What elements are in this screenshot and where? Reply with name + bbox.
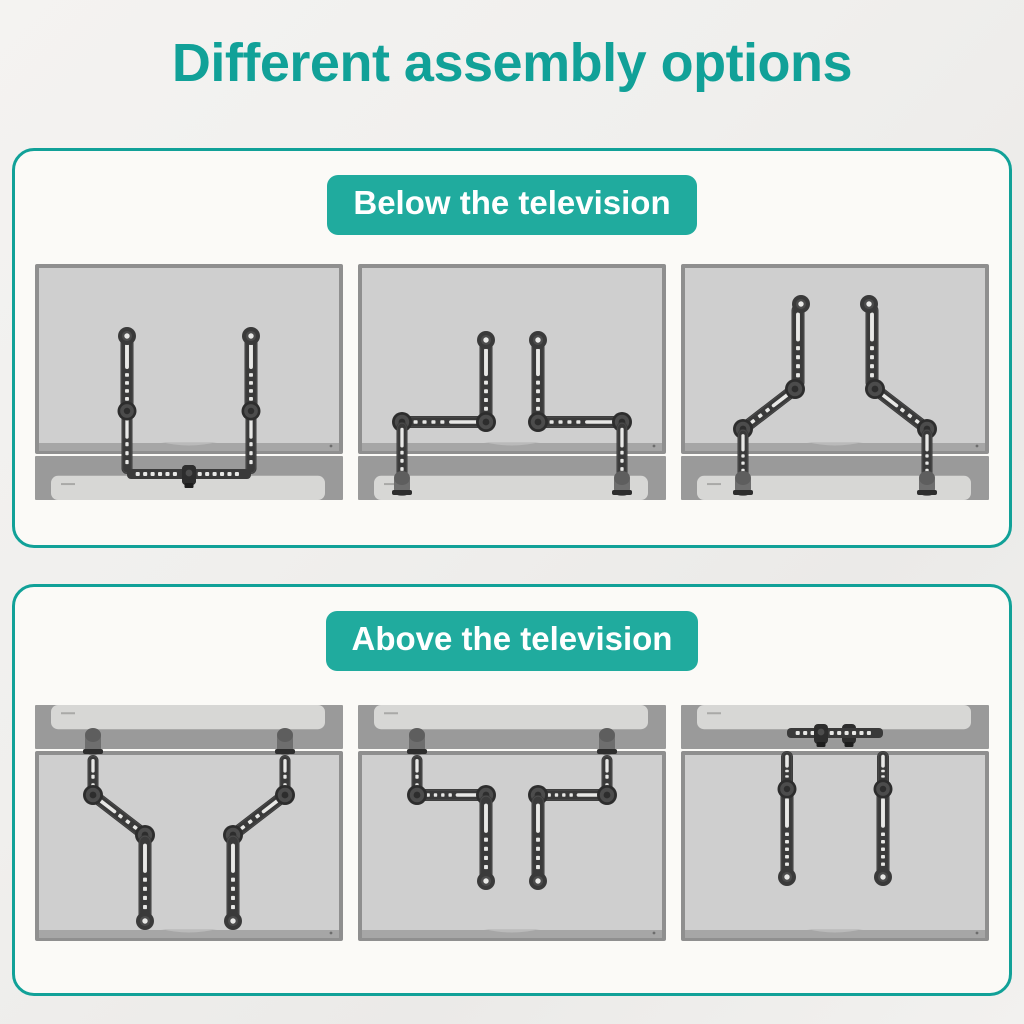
diagram-below-straight [29, 256, 349, 504]
page-title: Different assembly options [171, 33, 853, 93]
diagram-above-l-shape [352, 699, 672, 947]
section-badge-above: Above the television [325, 611, 699, 671]
diagram-below-angled [675, 256, 995, 504]
badge-container: Above the television [15, 585, 1009, 671]
panel-row-above [15, 699, 1009, 947]
diagram-below-l-shape [352, 256, 672, 504]
section-badge-below: Below the television [327, 175, 697, 235]
diagram-above-straight [675, 699, 995, 947]
section-above-the-television: Above the television [12, 584, 1012, 996]
diagram-above-angled [29, 699, 349, 947]
section-below-the-television: Below the television [12, 148, 1012, 548]
badge-container: Below the television [15, 149, 1009, 235]
panel-row-below [15, 256, 1009, 504]
